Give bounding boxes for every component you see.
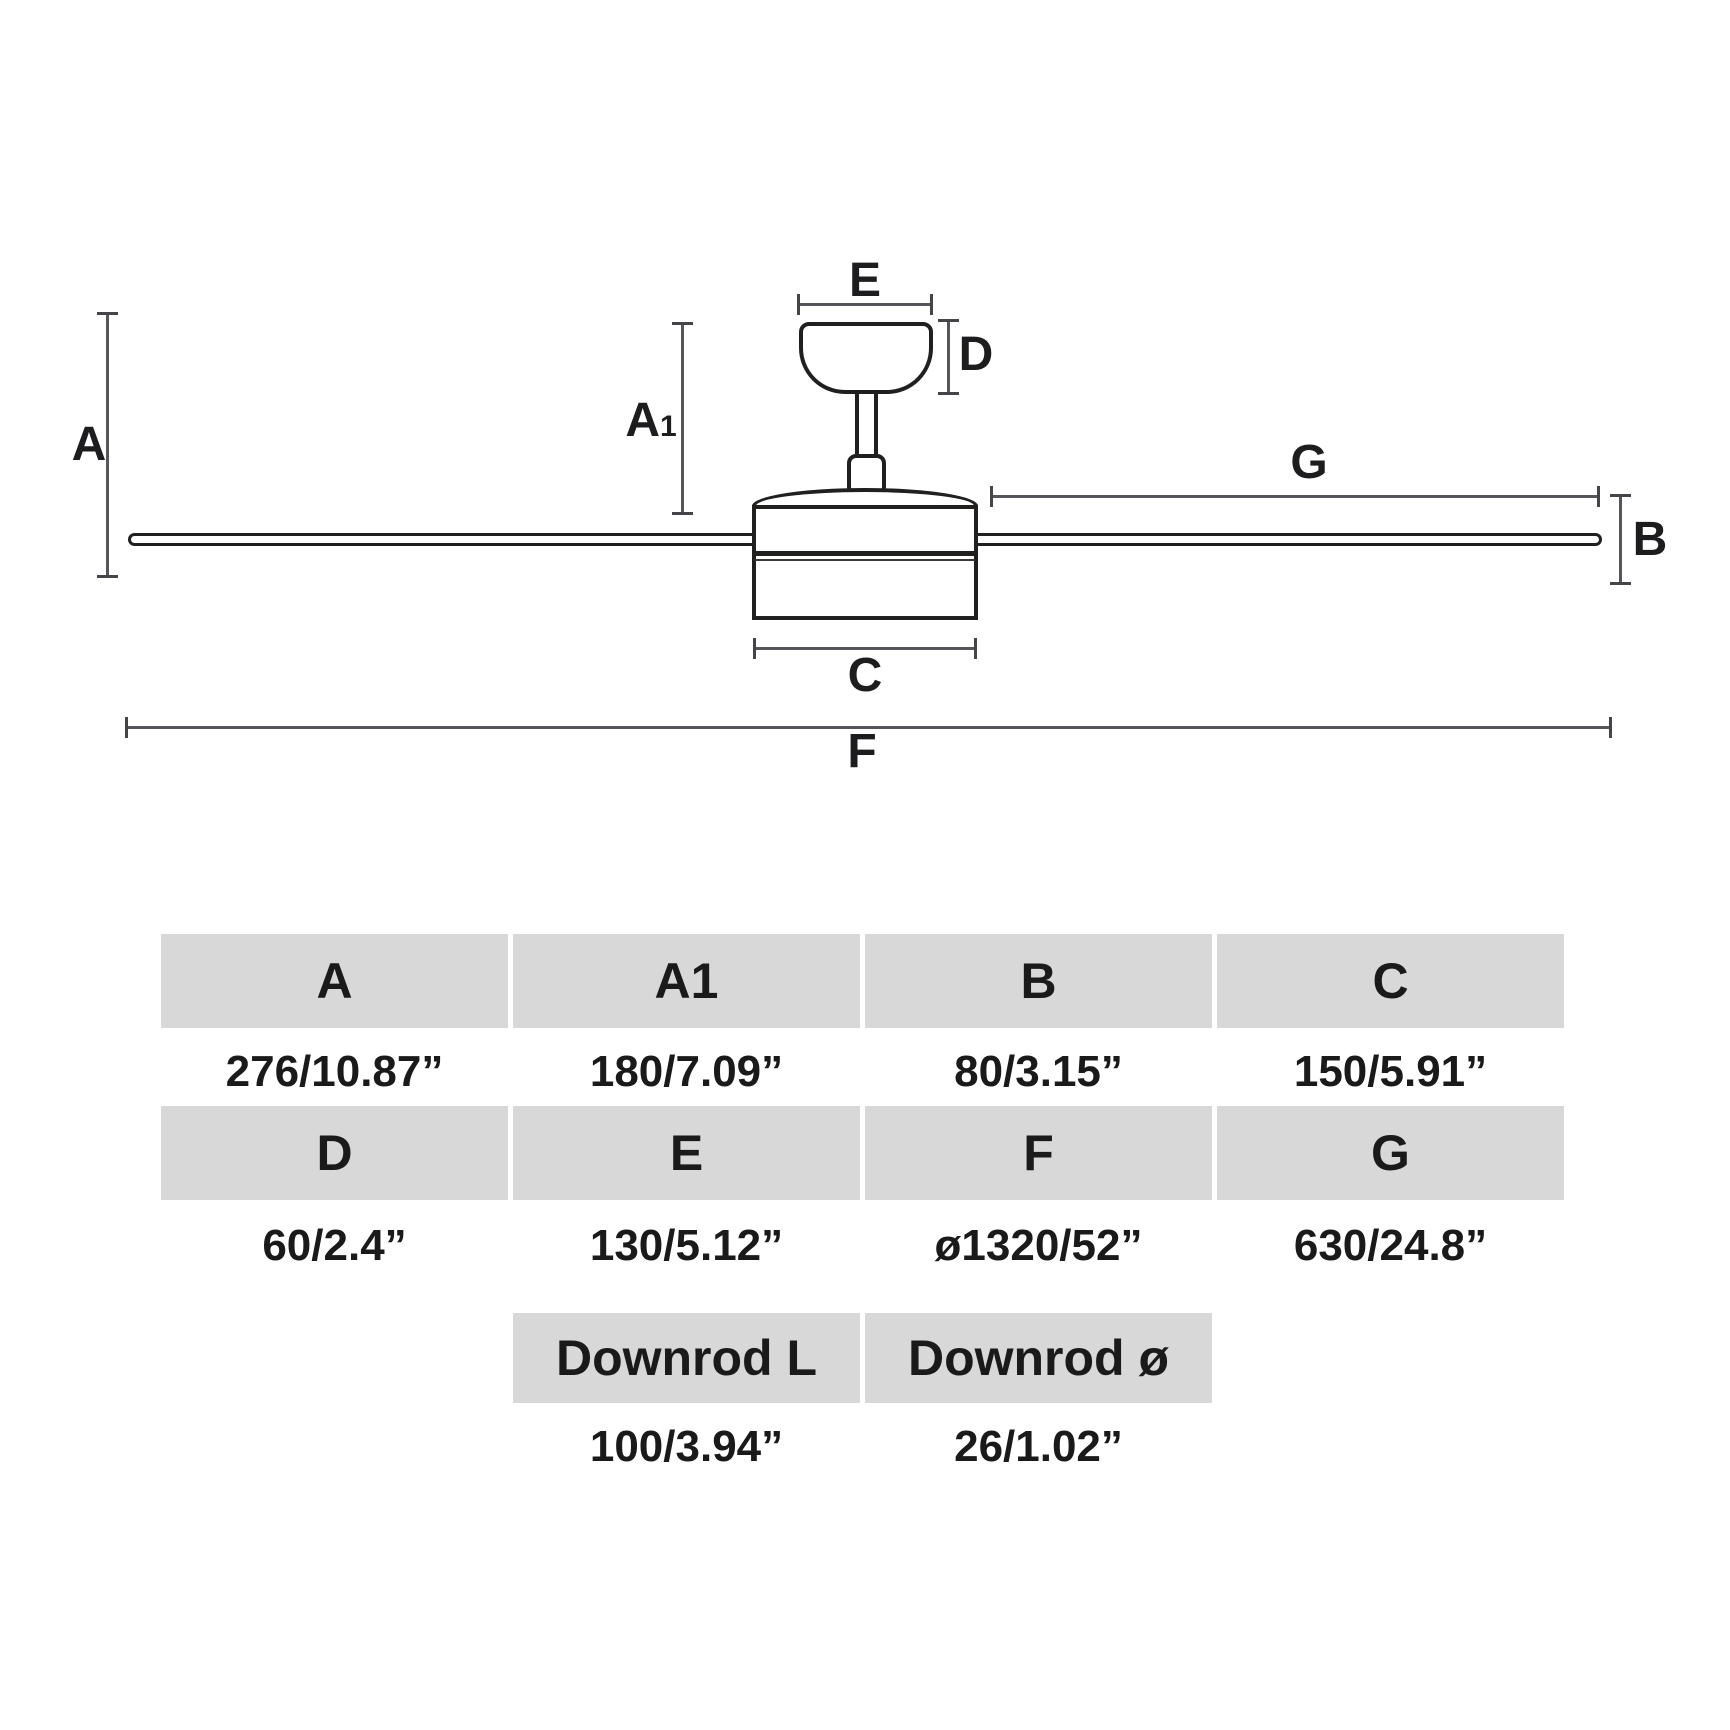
motor-housing-seam-line-thin [755,559,975,561]
header-cell-d: D [161,1106,508,1200]
dim-label-a1-letter: A [625,394,660,447]
dim-label-c: C [847,649,883,702]
dim-label-a1-number: 1 [659,410,677,443]
dimension-line-a [97,312,118,578]
dim-label-a: A [71,418,107,471]
value-cell-c: 150/5.91” [1217,1040,1564,1104]
header-cell-downrod-length: Downrod L [513,1313,860,1403]
value-cell-d: 60/2.4” [161,1214,508,1278]
dimension-line-e [797,294,933,315]
table-value-row-2: 60/2.4” 130/5.12” ø1320/52” 630/24.8” [161,1214,1564,1278]
dim-label-b: B [1632,513,1668,566]
ceiling-canopy-outline [799,322,933,394]
value-cell-e: 130/5.12” [513,1214,860,1278]
value-cell-downrod-length: 100/3.94” [513,1415,860,1479]
value-cell-f: ø1320/52” [865,1214,1212,1278]
header-cell-c: C [1217,934,1564,1028]
dimension-line-f [125,717,1612,738]
header-cell-a1: A1 [513,934,860,1028]
motor-housing-seam-line [755,551,975,556]
value-cell-a1: 180/7.09” [513,1040,860,1104]
header-cell-b: B [865,934,1212,1028]
fan-blade-right [960,533,1602,546]
header-cell-downrod-diameter: Downrod ø [865,1313,1212,1403]
table-header-row-1: A A1 B C [161,934,1564,1028]
value-cell-downrod-diameter: 26/1.02” [865,1415,1212,1479]
dimension-line-g [990,486,1600,507]
value-cell-a: 276/10.87” [161,1040,508,1104]
table-value-row-1: 276/10.87” 180/7.09” 80/3.15” 150/5.91” [161,1040,1564,1104]
dim-label-d: D [958,328,994,381]
dimensions-table: A A1 B C 276/10.87” 180/7.09” 80/3.15” 1… [161,934,1564,1494]
dimension-line-a1 [672,322,693,515]
dimension-line-c [753,638,977,659]
table-value-row-downrod: 100/3.94” 26/1.02” [513,1415,1212,1479]
dim-label-a1: A1 [625,397,676,445]
header-cell-f: F [865,1106,1212,1200]
motor-dome-outline [752,488,978,506]
header-cell-e: E [513,1106,860,1200]
downrod-outline [855,390,878,458]
header-cell-g: G [1217,1106,1564,1200]
dim-label-f: F [847,725,877,778]
dimension-line-d [938,319,959,395]
dim-label-g: G [1290,436,1328,489]
motor-housing-outline [752,505,978,620]
dimension-line-b [1610,494,1631,585]
header-cell-a: A [161,934,508,1028]
table-header-row-downrod: Downrod L Downrod ø [513,1313,1212,1403]
dim-label-e: E [848,254,882,307]
value-cell-g: 630/24.8” [1217,1214,1564,1278]
table-header-row-2: D E F G [161,1106,1564,1200]
value-cell-b: 80/3.15” [865,1040,1212,1104]
fan-blade-left [128,533,770,546]
